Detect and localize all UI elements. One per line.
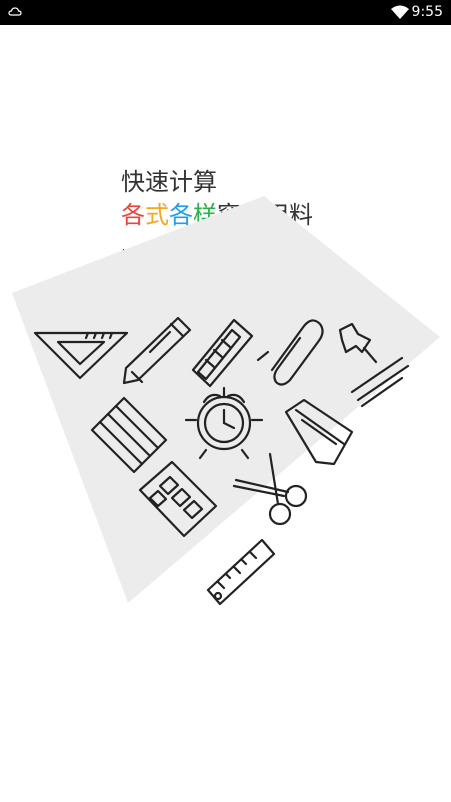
subtitle-char: 各: [121, 201, 145, 229]
subtitle-char: 各: [169, 201, 193, 229]
splash-title: 快速计算: [121, 168, 217, 196]
wifi-icon: [390, 4, 410, 24]
status-time: 9:55: [411, 4, 443, 20]
splash-subtitle: 各式各样窗帘用料: [121, 199, 313, 231]
page-indicator-dot-2[interactable]: [195, 249, 259, 255]
subtitle-char: 帘: [241, 201, 265, 229]
subtitle-char: 式: [145, 201, 169, 229]
subtitle-char: 窗: [217, 201, 241, 229]
page-indicator-dot-3[interactable]: [267, 249, 331, 255]
subtitle-char: 料: [289, 201, 313, 229]
page-indicator-dot-1[interactable]: [123, 249, 187, 255]
cloud-weather-icon: [8, 3, 24, 23]
status-bar: 9:55: [0, 0, 451, 25]
subtitle-char: 样: [193, 201, 217, 229]
splash-screen: 快速计算 各式各样窗帘用料: [0, 25, 451, 802]
subtitle-char: 用: [265, 201, 289, 229]
